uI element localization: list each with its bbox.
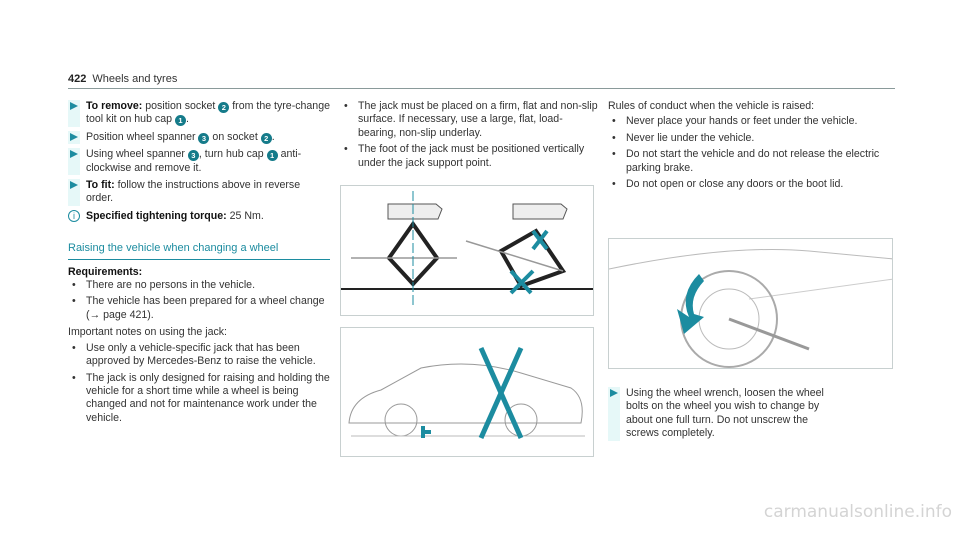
step-turn: Using wheel spanner 3, turn hub cap 1 an… [68,148,330,176]
middle-column: The jack must be placed on a firm, flat … [340,100,598,173]
step-position: Position wheel spanner 3 on socket 2. [68,130,330,145]
requirements-list: There are no persons in the vehicle. The… [68,279,330,322]
list-item: The foot of the jack must be positioned … [340,143,598,170]
arrow-icon [608,387,620,441]
list-item: The jack is only designed for raising an… [68,372,330,426]
list-item: The vehicle has been prepared for a whee… [68,295,330,322]
page-header: 422 Wheels and tyres [68,73,895,89]
list-item: There are no persons in the vehicle. [68,279,330,293]
notes-label: Important notes on using the jack: [68,326,227,339]
arrow-icon [68,130,80,145]
arrow-icon [68,100,80,127]
left-column: To remove: position socket 2 from the ty… [68,100,330,428]
chapter-title: Wheels and tyres [92,73,178,85]
watermark: carmanualsonline.info [763,502,952,522]
info-icon: i [68,209,80,222]
list-item: The jack must be placed on a firm, flat … [340,100,598,140]
list-item: Do not open or close any doors or the bo… [608,178,898,192]
list-item: Use only a vehicle-specific jack that ha… [68,342,330,369]
wheel-wrench-illustration [608,238,893,369]
jack-position-illustration [340,185,594,316]
step-remove: To remove: position socket 2 from the ty… [68,100,330,127]
callout-3: 3 [198,132,210,144]
vehicle-on-jack-illustration [340,327,594,457]
callout-1: 1 [266,150,278,162]
page-number: 422 [68,73,87,85]
step-fit: To fit: follow the instructions above in… [68,179,330,206]
notes-list: Use only a vehicle-specific jack that ha… [68,342,330,425]
callout-1: 1 [174,115,186,127]
requirements-label: Requirements: [68,265,143,278]
callout-2: 2 [218,102,230,113]
right-column: Rules of conduct when the vehicle is rai… [608,100,898,194]
callout-2: 2 [260,132,272,144]
list-item: Never place your hands or feet under the… [608,115,898,129]
arrow-icon [68,179,80,206]
list-item: Do not start the vehicle and do not rele… [608,148,898,175]
step-loosen-bolts: Using the wheel wrench, loosen the wheel… [608,387,838,441]
arrow-icon [68,148,80,176]
list-item: Never lie under the vehicle. [608,132,898,146]
section-title: Raising the vehicle when changing a whee… [68,242,330,260]
rules-label: Rules of conduct when the vehicle is rai… [608,100,815,112]
callout-3: 3 [187,150,199,162]
